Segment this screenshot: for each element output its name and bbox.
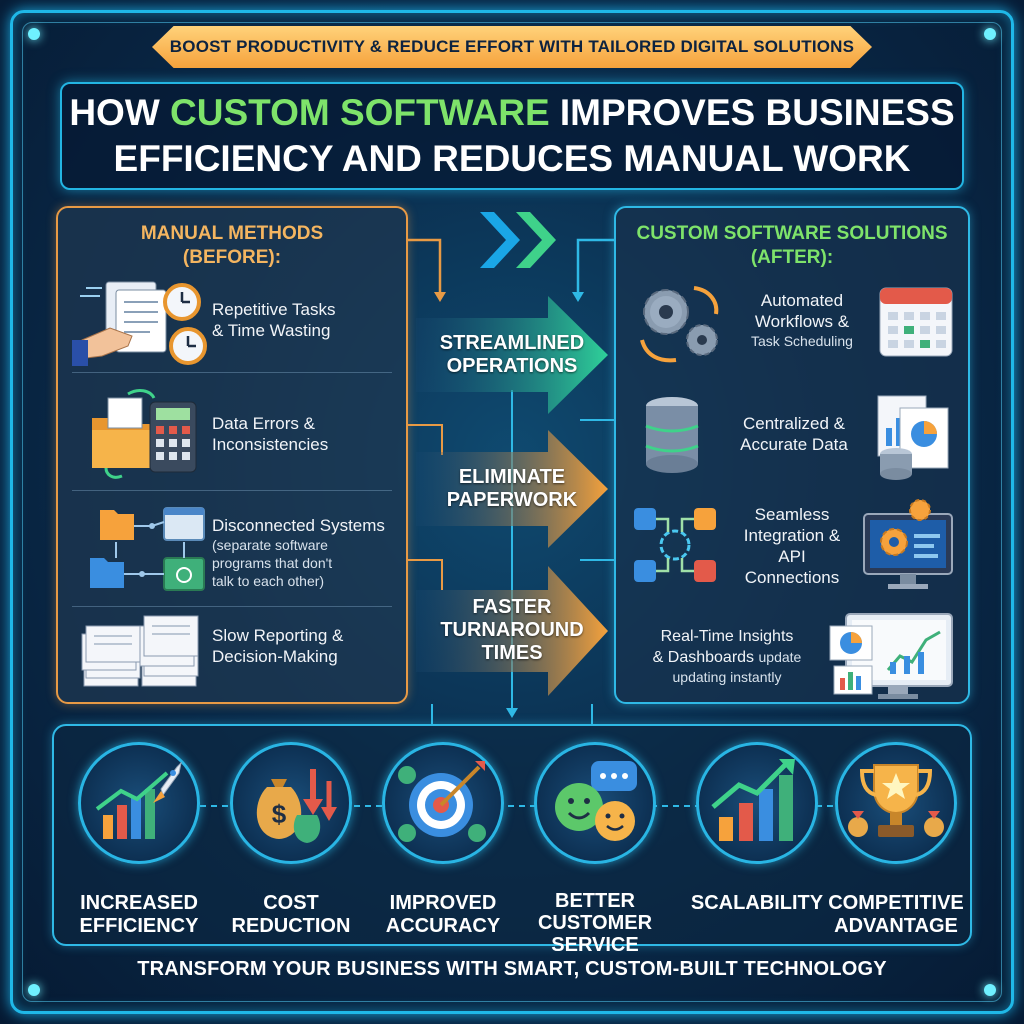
outer-frame (10, 10, 1014, 1014)
divider (72, 490, 392, 491)
item-text: Seamless Integration & API Connections (743, 505, 841, 587)
trophy-icon (835, 742, 957, 864)
list-item: Automated Workflows & Task Scheduling (628, 266, 956, 374)
benefit-scalability: SCALABILITY (682, 742, 832, 915)
item-text: Centralized & Accurate Data (740, 414, 848, 454)
list-item: Centralized & Accurate Data (628, 380, 956, 488)
corner-dot (984, 28, 996, 40)
item-text: Slow Reporting & Decision-Making (212, 626, 344, 666)
chat-bubbles-icon (534, 742, 656, 864)
custom-software-heading: CUSTOM SOFTWARE SOLUTIONS (AFTER): (636, 223, 948, 268)
item-text: Data Errors & Inconsistencies (212, 414, 329, 454)
reports-icon (870, 384, 956, 484)
dashboard-monitor-icon (826, 606, 956, 706)
manual-methods-panel: MANUAL METHODS (BEFORE): Repetitive Task… (56, 206, 408, 704)
integration-icon (628, 496, 724, 596)
title-line-1: HOW CUSTOM SOFTWARE IMPROVES BUSINESS (69, 92, 955, 133)
item-text: Disconnected Systems (separate software … (212, 515, 385, 589)
corner-dot (28, 28, 40, 40)
disconnected-windows-icon (72, 502, 212, 602)
page-title: HOW CUSTOM SOFTWARE IMPROVES BUSINESS EF… (60, 82, 964, 190)
database-icon (628, 384, 718, 484)
gears-icon (628, 270, 728, 370)
rocket-chart-icon (78, 742, 200, 864)
item-text: Real-Time Insights & Dashboards update u… (652, 628, 802, 685)
inner-frame (22, 22, 1002, 1002)
divider (72, 372, 392, 373)
item-text: Repetitive Tasks & Time Wasting (212, 300, 336, 340)
title-highlight: CUSTOM SOFTWARE (170, 92, 550, 133)
monitor-gears-icon (860, 496, 956, 596)
target-icon (382, 742, 504, 864)
growth-bars-icon (696, 742, 818, 864)
list-item: Slow Reporting & Decision-Making (72, 590, 392, 702)
title-line-2: EFFICIENCY AND REDUCES MANUAL WORK (113, 138, 911, 179)
divider (72, 606, 392, 607)
list-item: Disconnected Systems (separate software … (72, 496, 392, 608)
footer-tagline: TRANSFORM YOUR BUSINESS WITH SMART, CUST… (137, 958, 887, 980)
banner-text: BOOST PRODUCTIVITY & REDUCE EFFORT WITH … (169, 37, 855, 56)
list-item: Seamless Integration & API Connections (628, 492, 956, 600)
svg-text:$: $ (272, 799, 287, 829)
paper-stacks-icon (72, 596, 212, 696)
custom-software-panel: CUSTOM SOFTWARE SOLUTIONS (AFTER): Autom… (614, 206, 970, 704)
manual-methods-heading: MANUAL METHODS (BEFORE): (140, 223, 324, 268)
list-item: Real-Time Insights & Dashboards update u… (628, 602, 956, 710)
folder-calculator-icon (72, 384, 212, 484)
list-item: Repetitive Tasks & Time Wasting (72, 264, 392, 376)
calendar-icon (876, 270, 956, 370)
top-banner: BOOST PRODUCTIVITY & REDUCE EFFORT WITH … (152, 26, 872, 68)
documents-clock-icon (72, 270, 212, 370)
list-item: Data Errors & Inconsistencies (72, 378, 392, 490)
corner-dot (28, 984, 40, 996)
item-text: Automated Workflows & Task Scheduling (751, 291, 853, 349)
corner-dot (984, 984, 996, 996)
benefit-label: SCALABILITY (690, 892, 824, 914)
money-bag-icon: $ (230, 742, 352, 864)
